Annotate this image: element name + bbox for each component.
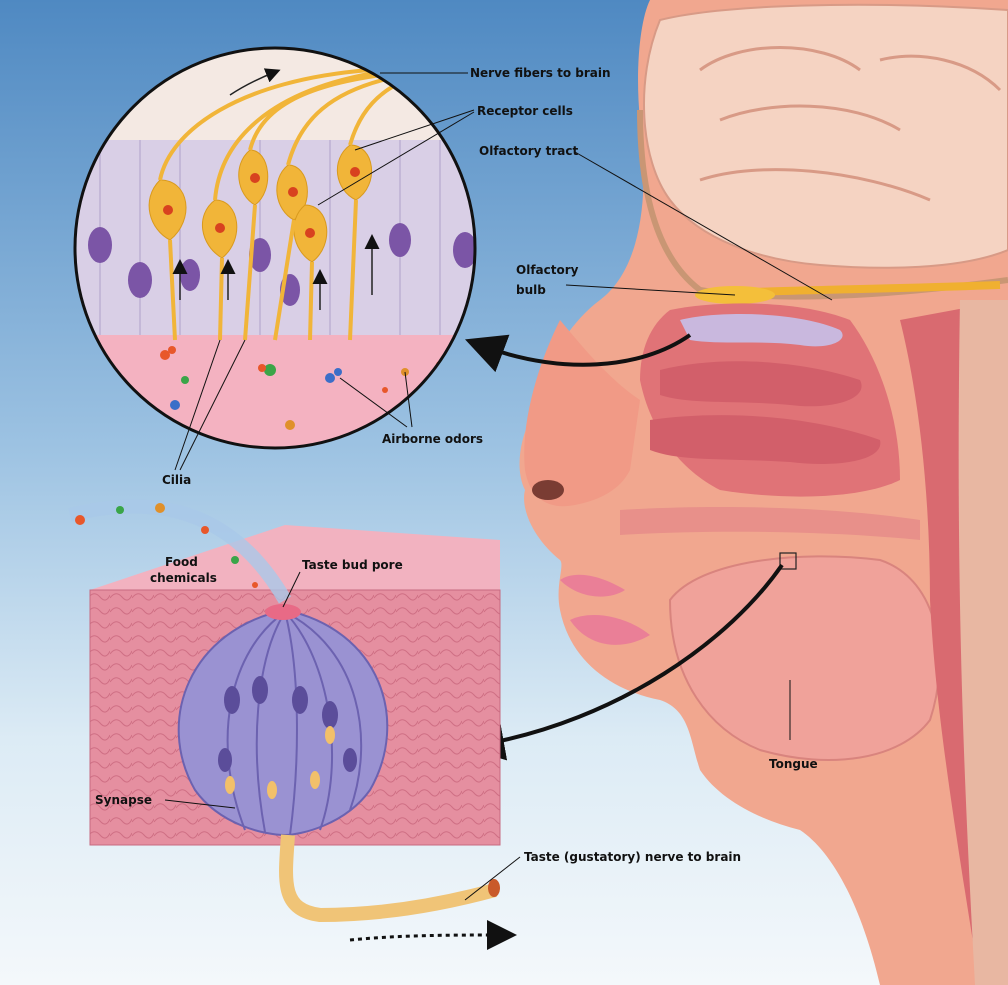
label-olfactory-bulb-line1: Olfactory [516,263,579,277]
inset-epithelium [70,140,480,335]
label-taste-bud-pore: Taste bud pore [302,558,403,572]
label-synapse: Synapse [95,793,152,807]
label-taste-nerve: Taste (gustatory) nerve to brain [524,850,741,864]
label-olfactory-tract: Olfactory tract [479,144,579,158]
label-tongue: Tongue [769,757,818,771]
label-cilia: Cilia [162,473,191,487]
label-receptor-cells: Receptor cells [477,104,573,118]
nerve-end [488,879,500,897]
label-food-chemicals-line1: Food [165,555,198,569]
label-airborne-odors: Airborne odors [382,432,483,446]
label-olfactory-bulb-line2: bulb [516,283,546,297]
nostril [532,480,564,500]
label-food-chemicals-line2: chemicals [150,571,217,585]
label-nerve-fibers: Nerve fibers to brain [470,66,611,80]
